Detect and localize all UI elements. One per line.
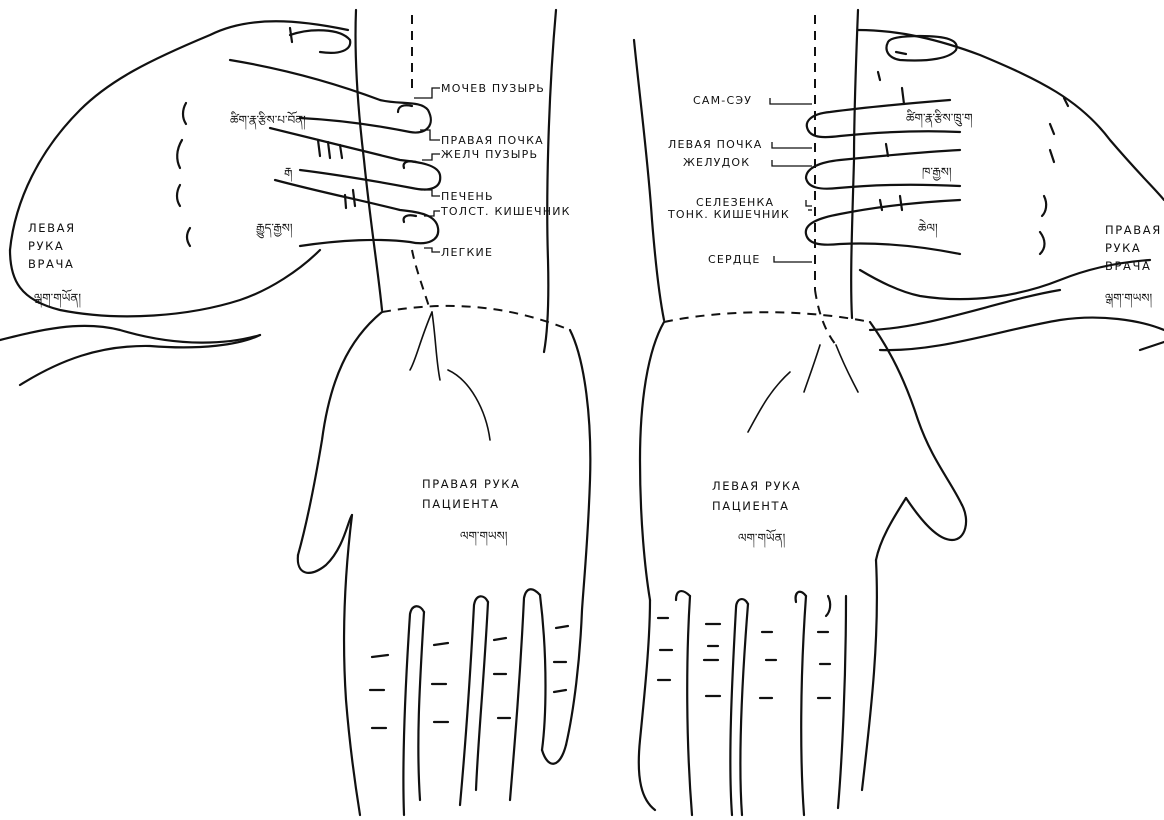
- patient-left-tibetan: ལག་གཡོན།: [738, 529, 786, 548]
- doctor-right-hand-caption: ПРАВАЯ РУКА ВРАЧА ལྒག་གཡས། ཚིག་རྣ་རྩིས་ཁ…: [906, 109, 1162, 308]
- label-zhelch-puzyr: ЖЕЛЧ ПУЗЫРЬ: [441, 148, 538, 161]
- doctor-left-tibetan: ལྒག་གཡོན།: [34, 289, 81, 308]
- doctor-left-hand-caption: ЛЕВАЯ РУКА ВРАЧА ལྒག་གཡོན། ཚིག་རྣ་རྩིས་པ…: [28, 111, 306, 308]
- label-legkie: ЛЕГКИЕ: [441, 246, 493, 259]
- doctor-right-line-3: ВРАЧА: [1105, 259, 1151, 273]
- doctor-left-hand-drawing: [0, 21, 440, 385]
- label-pechen: ПЕЧЕНЬ: [441, 190, 494, 203]
- doctor-right-finger-tibetan-3: ཆེལ།: [918, 219, 938, 238]
- label-tonk-kishechnik: ТОНК. КИШЕЧНИК: [667, 208, 790, 221]
- label-levaya-pochka: ЛЕВАЯ ПОЧКА: [668, 138, 762, 151]
- doctor-left-finger-tibetan-3: རྒྱུད་རྒྱས།: [256, 221, 293, 239]
- label-mochev-puzyr: МОЧЕВ ПУЗЫРЬ: [441, 82, 545, 95]
- patient-right-palm: [298, 306, 591, 815]
- label-zheludok: ЖЕЛУДОК: [683, 156, 750, 169]
- patient-left-palm: [639, 312, 966, 815]
- label-serdtse: СЕРДЦЕ: [708, 253, 761, 266]
- doctor-left-finger-tibetan-2: རྒ: [284, 165, 292, 182]
- doctor-right-tibetan: ལྒག་གཡས།: [1105, 291, 1152, 308]
- label-sam-seu: САМ-СЭУ: [693, 94, 752, 107]
- patient-right-line-1: ПРАВАЯ РУКА: [422, 477, 520, 491]
- label-pravaya-pochka: ПРАВАЯ ПОЧКА: [441, 134, 544, 147]
- left-wrist-organ-labels: САМ-СЭУ ЛЕВАЯ ПОЧКА ЖЕЛУДОК СЕЛЕЗЕНКА ТО…: [667, 94, 790, 266]
- right-wrist-organ-labels: МОЧЕВ ПУЗЫРЬ ПРАВАЯ ПОЧКА ЖЕЛЧ ПУЗЫРЬ ПЕ…: [440, 82, 571, 259]
- patient-left-line-1: ЛЕВАЯ РУКА: [712, 479, 801, 493]
- doctor-left-finger-tibetan-1: ཚིག་རྣ་རྩིས་པ་བོན།: [230, 111, 306, 130]
- doctor-left-line-2: РУКА: [28, 239, 64, 253]
- patient-left-forearm: [634, 10, 858, 345]
- patient-right-tibetan: ལག་གཡས།: [460, 529, 508, 546]
- patient-left-hand-caption: ЛЕВАЯ РУКА ПАЦИЕНТА ལག་གཡོན།: [712, 479, 801, 548]
- doctor-left-line-1: ЛЕВАЯ: [28, 221, 76, 235]
- patient-right-line-2: ПАЦИЕНТА: [422, 497, 500, 511]
- doctor-right-line-1: ПРАВАЯ: [1105, 223, 1162, 237]
- doctor-right-finger-tibetan-1: ཚིག་རྣ་རྩིས་ཁྲུ་ག: [906, 109, 973, 128]
- patient-right-forearm: [355, 10, 556, 352]
- doctor-left-line-3: ВРАЧА: [28, 257, 74, 271]
- label-tolst-kishechnik: ТОЛСТ. КИШЕЧНИК: [440, 205, 571, 218]
- patient-right-hand-caption: ПРАВАЯ РУКА ПАЦИЕНТА ལག་གཡས།: [422, 477, 520, 546]
- patient-left-line-2: ПАЦИЕНТА: [712, 499, 790, 513]
- doctor-right-line-2: РУКА: [1105, 241, 1141, 255]
- doctor-right-finger-tibetan-2: ཁ་རྒྱས།: [922, 165, 952, 182]
